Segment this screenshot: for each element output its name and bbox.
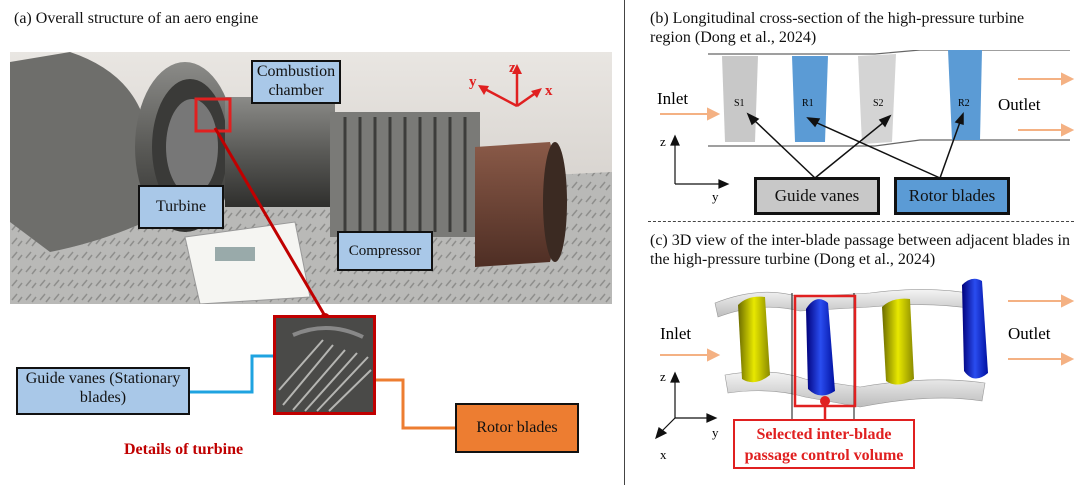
axis-y-label: y [469,74,477,90]
blade-r2-label: R2 [958,98,970,109]
turbine-highlight-box [194,97,232,133]
inlet-label-c: Inlet [660,324,691,343]
axis-z-label: z [509,60,516,76]
axis-z-c: z [660,369,666,384]
guide-vanes-label-b: Guide vanes [754,177,880,215]
turbine-detail-photo [273,315,376,415]
panel-c-caption: (c) 3D view of the inter-blade passage b… [650,232,1070,268]
engine-axes: z y x [469,60,553,108]
cross-section-diagram: S1 R1 S2 R2 Inlet Outlet z y [657,50,1075,204]
turbine-label: Turbine [138,185,224,229]
axis-x-c: x [660,447,667,462]
combustion-chamber-label: Combustion chamber [251,60,341,104]
blade-r2 [948,50,982,140]
outlet-label-c: Outlet [1008,324,1051,343]
axis-z-b: z [660,134,666,149]
horizontal-divider [648,221,1074,222]
passage-3d-diagram: Inlet Outlet z y x [655,278,1075,462]
axis-x-label: x [545,83,553,99]
blade-s2-label: S2 [873,98,884,109]
guide-vanes-label-a: Guide vanes (Stationary blades) [16,367,190,415]
axis-y-b: y [712,189,719,204]
vertical-divider [624,0,625,485]
panel-b-caption: (b) Longitudinal cross-section of the hi… [650,10,1025,46]
axis-y-c: y [712,425,719,440]
blade-s1 [722,56,758,142]
blade-r1-label: R1 [802,98,814,109]
blade-s1-label: S1 [734,98,745,109]
panel-a-caption: (a) Overall structure of an aero engine [14,10,259,27]
inlet-label-b: Inlet [657,89,688,108]
control-volume-label: Selected inter-blade passage control vol… [733,419,915,469]
details-of-turbine-label: Details of turbine [124,441,244,458]
rotor-blades-label-b: Rotor blades [894,177,1010,215]
compressor-label: Compressor [337,231,433,271]
rotor-blades-label-a: Rotor blades [455,403,579,453]
outlet-label-b: Outlet [998,95,1041,114]
